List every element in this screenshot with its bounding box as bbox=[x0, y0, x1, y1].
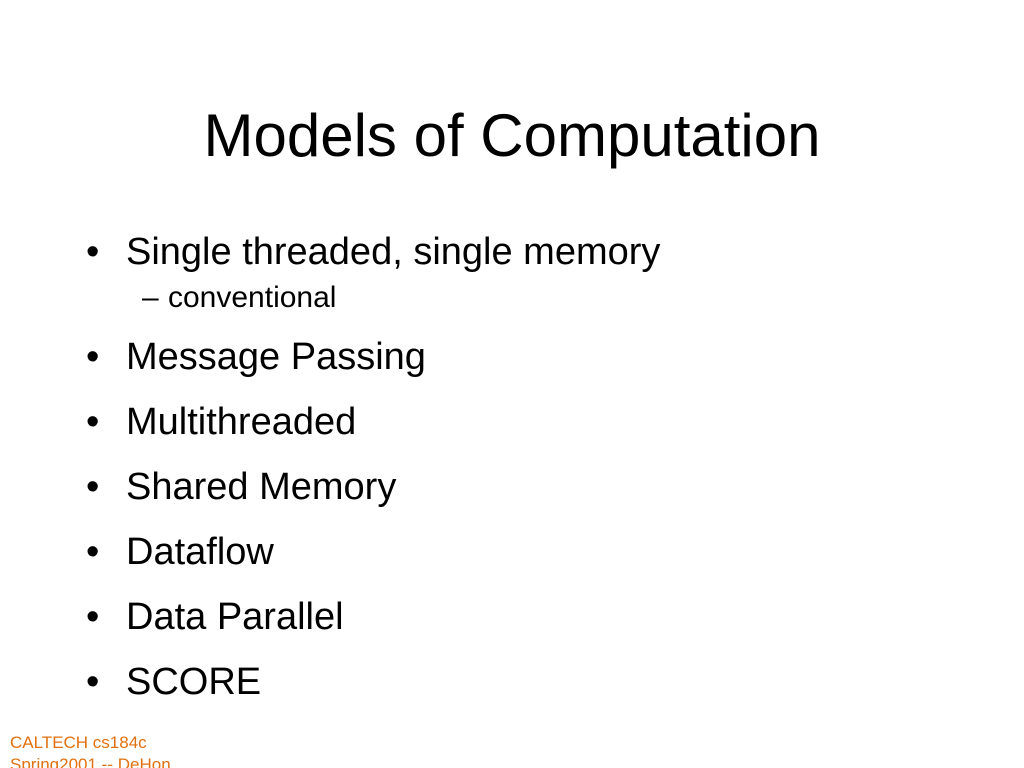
bullet-icon: • bbox=[86, 466, 100, 508]
slide-footer: CALTECH cs184c Spring2001 -- DeHon bbox=[10, 732, 171, 768]
bullet-item: • Message Passing bbox=[84, 335, 660, 379]
bullet-icon: • bbox=[86, 531, 100, 573]
slide-title: Models of Computation bbox=[203, 102, 821, 169]
bullet-icon: • bbox=[86, 231, 100, 273]
bullet-text: Message Passing bbox=[126, 336, 426, 378]
bullet-text: SCORE bbox=[126, 661, 262, 703]
sub-bullet-item: – conventional bbox=[84, 280, 660, 316]
bullet-icon: • bbox=[86, 596, 100, 638]
bullet-item: • Shared Memory bbox=[84, 465, 660, 509]
bullet-text: Single threaded, single memory bbox=[126, 231, 661, 273]
bullet-icon: • bbox=[86, 401, 100, 443]
bullet-text: Data Parallel bbox=[126, 596, 344, 638]
bullet-icon: • bbox=[86, 661, 100, 703]
bullet-icon: • bbox=[86, 336, 100, 378]
sub-bullet-text: conventional bbox=[168, 281, 337, 314]
bullet-text: Multithreaded bbox=[126, 401, 357, 443]
bullet-item: • Multithreaded bbox=[84, 400, 660, 444]
dash-icon: – bbox=[142, 281, 159, 314]
bullet-text: Shared Memory bbox=[126, 466, 397, 508]
bullet-list: • Single threaded, single memory – conve… bbox=[84, 230, 660, 725]
footer-term-author: Spring2001 -- DeHon bbox=[10, 755, 171, 768]
bullet-item: • Single threaded, single memory bbox=[84, 230, 660, 274]
bullet-item: • Dataflow bbox=[84, 530, 660, 574]
footer-course: CALTECH cs184c bbox=[10, 733, 147, 752]
bullet-item: • SCORE bbox=[84, 660, 660, 704]
bullet-text: Dataflow bbox=[126, 531, 274, 573]
bullet-item: • Data Parallel bbox=[84, 595, 660, 639]
